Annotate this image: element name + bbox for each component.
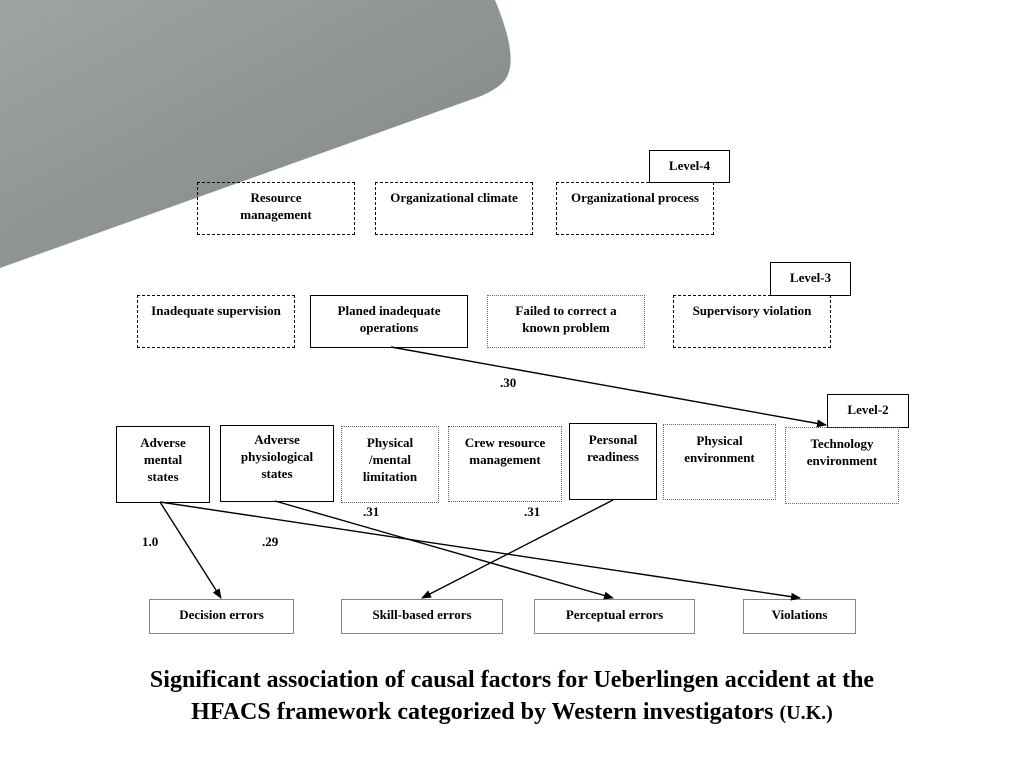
caption-line-2: HFACS framework categorized by Western i…	[60, 696, 964, 729]
organizational-process-box: Organizational process	[556, 182, 714, 235]
caption-line-2-text: HFACS framework categorized by Western i…	[191, 699, 774, 725]
decision-errors-box: Decision errors	[149, 599, 294, 634]
caption-country: (U.K.)	[779, 702, 833, 724]
figure-caption: Significant association of causal factor…	[60, 664, 964, 729]
personal-readiness-box: Personal readiness	[569, 423, 657, 500]
physical-mental-limitation-box: Physical /mental limitation	[341, 426, 439, 503]
failed-to-correct-box: Failed to correct a known problem	[487, 295, 645, 348]
resource-management-box: Resource management	[197, 182, 355, 235]
inadequate-supervision-box: Inadequate supervision	[137, 295, 295, 348]
crew-resource-management-box: Crew resource management	[448, 426, 562, 502]
coefficient-crew-resource: .31	[524, 504, 541, 519]
technology-environment-box: Technology environment	[785, 427, 899, 504]
coefficient-physical-limitation: .31	[363, 504, 380, 519]
perceptual-errors-box: Perceptual errors	[534, 599, 695, 634]
adverse-physiological-states-box: Adverse physiological states	[220, 425, 334, 502]
level-4-label: Level-4	[649, 150, 730, 183]
skill-based-errors-box: Skill-based errors	[341, 599, 503, 634]
coefficient-planned-technology: .30	[500, 375, 517, 390]
organizational-climate-box: Organizational climate	[375, 182, 533, 235]
coefficient-mental-decision: 1.0	[142, 534, 159, 549]
level-3-label: Level-3	[770, 262, 851, 296]
physical-environment-box: Physical environment	[663, 424, 776, 500]
violations-box: Violations	[743, 599, 856, 634]
adverse-mental-states-box: Adverse mental states	[116, 426, 210, 503]
supervisory-violation-box: Supervisory violation	[673, 295, 831, 348]
caption-line-1: Significant association of causal factor…	[149, 667, 875, 693]
coefficient-physiological: .29	[262, 534, 279, 549]
level-2-label: Level-2	[827, 394, 909, 428]
planned-inadequate-operations-box: Planed inadequate operations	[310, 295, 468, 348]
